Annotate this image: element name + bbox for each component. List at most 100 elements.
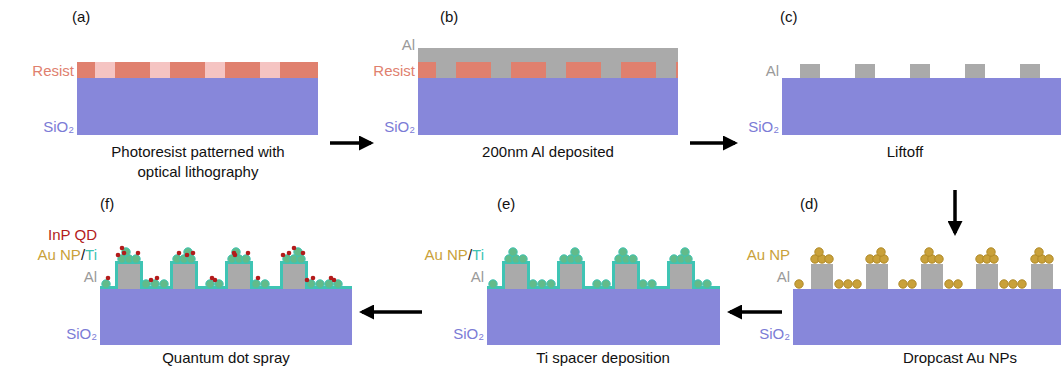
au-nanoparticle (1000, 280, 1008, 288)
process-step: (c)LiftoffAlSiO₂ (740, 8, 1061, 182)
inp-quantum-dot (287, 251, 292, 256)
resist-layer (77, 62, 318, 78)
au-nanoparticle (489, 280, 497, 288)
au-nanoparticle (844, 280, 852, 288)
inp-quantum-dot (136, 251, 141, 256)
inp-quantum-dot (120, 246, 125, 251)
layer-label: Ti (472, 246, 484, 263)
al-block (283, 264, 305, 289)
sio2-substrate (100, 289, 352, 345)
al-block (560, 264, 582, 289)
resist-block (418, 62, 436, 78)
inp-quantum-dot (106, 276, 111, 281)
layer-label: SiO₂ (43, 118, 74, 135)
al-block (811, 264, 833, 289)
inp-quantum-dot (177, 251, 182, 256)
layer-label: SiO₂ (384, 118, 415, 135)
al-block (1020, 64, 1040, 78)
step-caption: Quantum dot spray (146, 348, 306, 368)
step-letter: (c) (780, 8, 798, 25)
layer-label: Au NP (425, 246, 468, 263)
sio2-substrate (782, 78, 1061, 135)
au-nanoparticle (619, 248, 627, 256)
au-nanoparticle (954, 280, 962, 288)
layer-label-group: Al (766, 62, 779, 79)
au-nanoparticle (102, 280, 110, 288)
layer-label-group: SiO₂ (43, 118, 74, 135)
au-nanoparticle (1045, 255, 1053, 263)
au-nanoparticle (815, 248, 823, 256)
flow-arrow (330, 141, 371, 145)
inp-quantum-dot (233, 253, 238, 258)
step-caption: Dropcast Au NPs (880, 348, 1040, 368)
au-nanoparticle (987, 248, 995, 256)
au-nanoparticle (316, 280, 324, 288)
layer-label-group: Al (402, 36, 415, 53)
layer-label: Al (402, 36, 415, 53)
au-nanoparticle (261, 280, 269, 288)
inp-quantum-dot (305, 278, 310, 283)
inp-quantum-dot (191, 251, 196, 256)
sio2-substrate (487, 289, 720, 345)
layer-label: Ti (85, 246, 97, 263)
exposed-resist (260, 62, 280, 78)
layer-label-group: InP QD (48, 226, 97, 243)
inp-quantum-dot (311, 276, 316, 281)
layer-label: / (468, 246, 472, 263)
au-nanoparticle (1009, 280, 1017, 288)
ti-spacer (100, 263, 352, 288)
exposed-resist (205, 62, 225, 78)
au-nanoparticle (602, 280, 610, 288)
layer-label-group: Al (777, 268, 790, 285)
layer-label: Au NP (38, 246, 81, 263)
layer-label: Resist (32, 62, 74, 79)
layer-label-group: Au NP/Ti (38, 246, 97, 263)
layer-label-group: SiO₂ (748, 118, 779, 135)
al-block (855, 64, 875, 78)
al-block (921, 264, 943, 289)
au-nanoparticle (509, 248, 517, 256)
layer-details (77, 62, 1053, 289)
step-letter: (f) (100, 195, 114, 212)
au-nanoparticle (538, 280, 546, 288)
au-nanoparticle (529, 280, 537, 288)
resist-block (456, 62, 491, 78)
layer-label-group: Resist (32, 62, 74, 79)
al-block (976, 264, 998, 289)
resist-block (676, 62, 678, 78)
sio2-substrate (418, 78, 678, 135)
layer-label-group: SiO₂ (453, 325, 484, 342)
flow-arrow (362, 310, 422, 314)
exposed-resist (150, 62, 170, 78)
au-nanoparticle (252, 280, 260, 288)
layer-label: InP QD (48, 226, 97, 243)
au-nanoparticle (899, 280, 907, 288)
layer-label-group: SiO₂ (66, 325, 97, 342)
au-nanoparticle (519, 255, 527, 263)
au-nanoparticle (629, 255, 637, 263)
layer-label-group: SiO₂ (759, 325, 790, 342)
exposed-resist (95, 62, 115, 78)
al-block (505, 264, 527, 289)
process-step: (e)Ti spacer depositionAu NP/TiAlSiO₂ (430, 238, 725, 370)
al-layer (418, 48, 678, 78)
inp-quantum-dot (332, 278, 337, 283)
au-nanoparticle (160, 280, 168, 288)
process-step: (d)Dropcast Au NPsAu NPAlSiO₂ (790, 238, 1061, 370)
inp-quantum-dot (122, 251, 127, 256)
al-block (118, 264, 140, 289)
au-nanoparticle (853, 280, 861, 288)
step-caption: 200nm Al deposited (448, 142, 648, 162)
al-block (228, 264, 250, 289)
sio2-substrate (793, 289, 1061, 345)
au-nanoparticle (206, 280, 214, 288)
inp-quantum-dot (246, 251, 251, 256)
resist-block (621, 62, 656, 78)
layer-label: Al (471, 268, 484, 285)
au-nanoparticle (571, 248, 579, 256)
au-nanoparticle (593, 280, 601, 288)
al-block (615, 264, 637, 289)
inp-quantum-dot (256, 276, 261, 281)
